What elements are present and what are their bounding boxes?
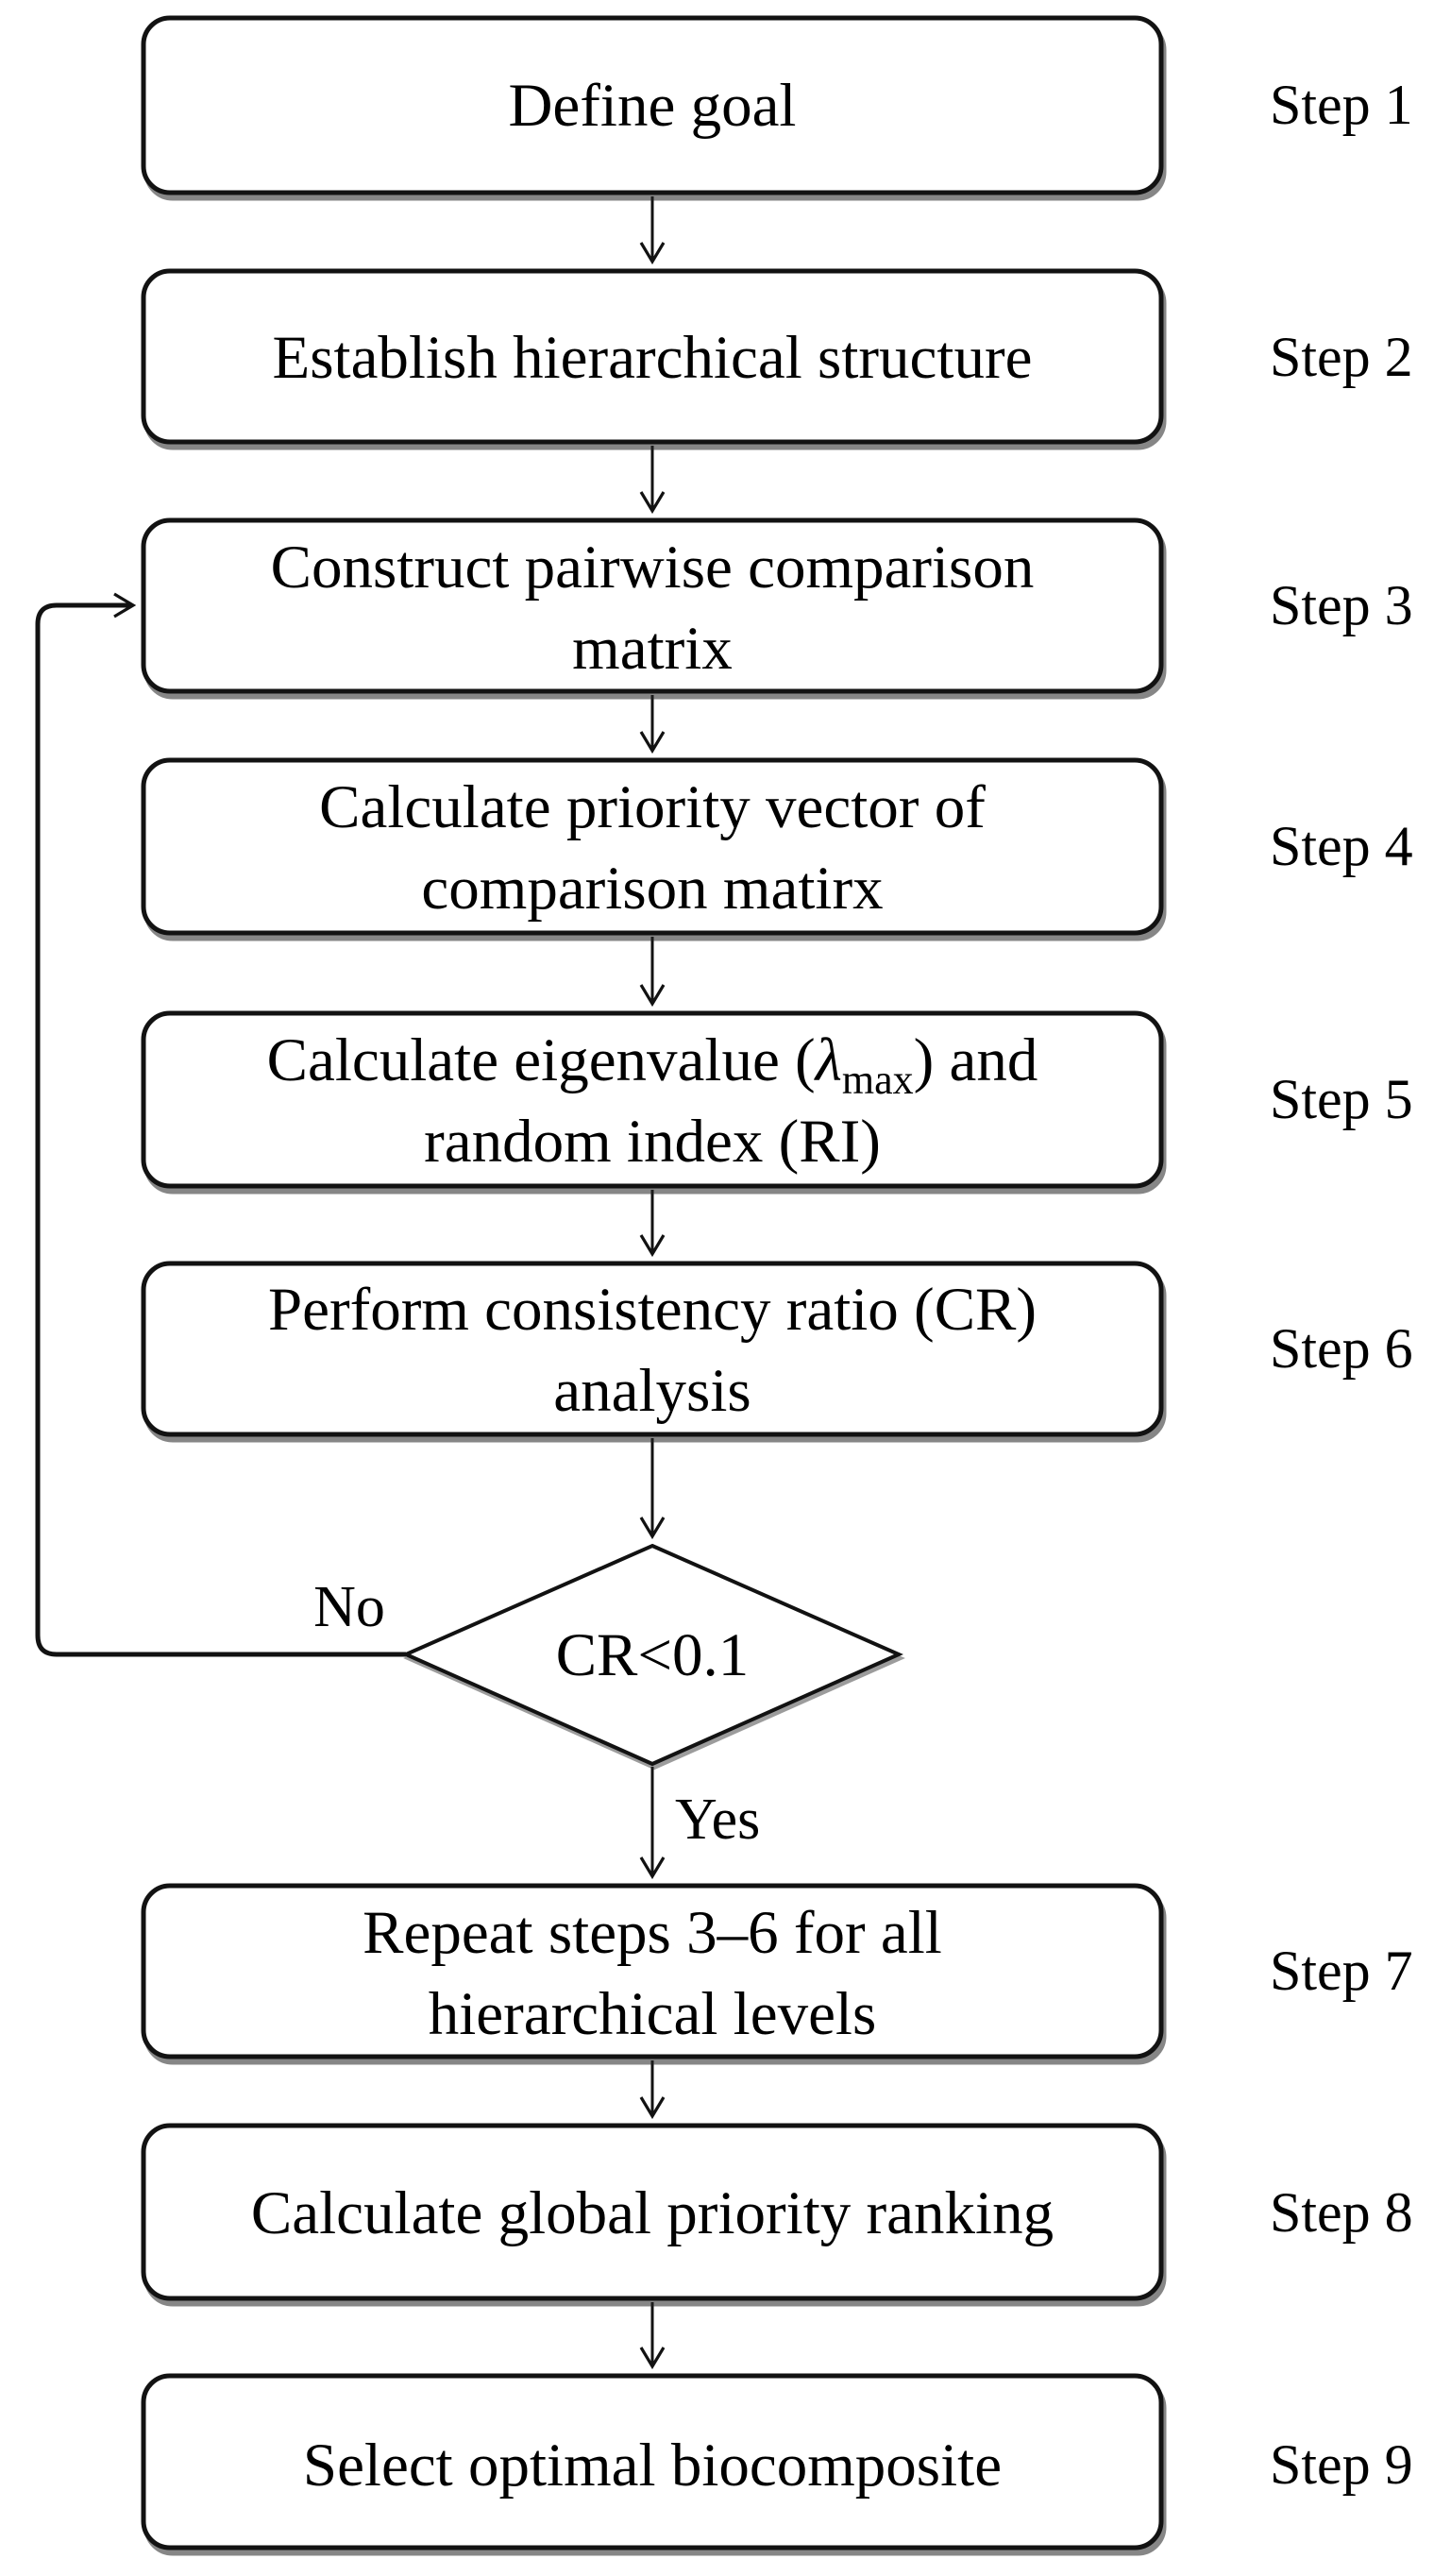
node-label-line2: comparison matirx — [421, 855, 883, 923]
node-label-line1: Perform consistency ratio (CR) — [268, 1276, 1037, 1344]
node-box — [141, 517, 1164, 694]
node-label-line2: random index (RI) — [424, 1108, 881, 1176]
node-box — [141, 15, 1164, 195]
lambda-symbol: λ — [814, 1026, 842, 1094]
yes-branch-label: Yes — [675, 1788, 760, 1852]
node-label-line2: matrix — [572, 615, 733, 683]
step-label-8: Step 8 — [1270, 2181, 1413, 2244]
node-box — [141, 1010, 1164, 1189]
lambda-subscript: max — [842, 1057, 914, 1103]
step-label-7: Step 7 — [1270, 1940, 1413, 2002]
node-label: Define goal — [508, 72, 796, 140]
feedback-arrow-no-to-step3 — [35, 605, 406, 1657]
node-box — [141, 2373, 1164, 2551]
node-label: Establish hierarchical structure — [273, 324, 1033, 392]
no-branch-label: No — [313, 1575, 385, 1639]
node-step5-eigenvalue-random-index: Calculate eigenvalue (λmax) and random i… — [141, 1010, 1164, 1189]
eigenvalue-text: Calculate eigenvalue ( — [267, 1026, 816, 1094]
step-label-2: Step 2 — [1270, 326, 1413, 388]
node-step8-global-priority: Calculate global priority ranking — [141, 2123, 1164, 2301]
node-step1-define-goal: Define goal — [141, 15, 1164, 195]
node-box — [141, 757, 1164, 936]
step-label-5: Step 5 — [1270, 1068, 1413, 1130]
node-box — [141, 1883, 1164, 2059]
node-label: Select optimal biocomposite — [303, 2432, 1002, 2500]
node-label-line1: Calculate eigenvalue (λmax) and — [267, 1026, 1038, 1103]
step-label-9: Step 9 — [1270, 2433, 1413, 2496]
node-label-line1: Calculate priority vector of — [319, 773, 986, 841]
node-label-line1: Repeat steps 3–6 for all — [363, 1899, 942, 1967]
node-step4-priority-vector: Calculate priority vector of comparison … — [141, 757, 1164, 936]
node-box — [141, 1261, 1164, 1437]
node-label-line2: hierarchical levels — [429, 1980, 877, 2048]
node-step9-select-biocomposite: Select optimal biocomposite — [141, 2373, 1164, 2551]
node-step7-repeat-steps: Repeat steps 3–6 for all hierarchical le… — [141, 1883, 1164, 2059]
decision-diamond — [401, 1543, 903, 1767]
step-label-1: Step 1 — [1270, 74, 1413, 136]
node-step2-establish-hierarchy: Establish hierarchical structure — [141, 268, 1164, 445]
node-label: Calculate global priority ranking — [251, 2179, 1054, 2247]
step-label-3: Step 3 — [1270, 574, 1413, 636]
decision-cr-check: CR<0.1 — [401, 1543, 903, 1767]
step-label-6: Step 6 — [1270, 1317, 1413, 1380]
decision-label: CR<0.1 — [556, 1621, 750, 1689]
node-label-line1: Construct pairwise comparison — [271, 534, 1035, 602]
node-step6-consistency-ratio: Perform consistency ratio (CR) analysis — [141, 1261, 1164, 1437]
step-label-4: Step 4 — [1270, 815, 1413, 877]
node-step3-pairwise-matrix: Construct pairwise comparison matrix — [141, 517, 1164, 694]
eigenvalue-text-end: ) and — [914, 1026, 1038, 1094]
node-box — [141, 2123, 1164, 2301]
node-label-line2: analysis — [553, 1357, 751, 1425]
node-box — [141, 268, 1164, 445]
